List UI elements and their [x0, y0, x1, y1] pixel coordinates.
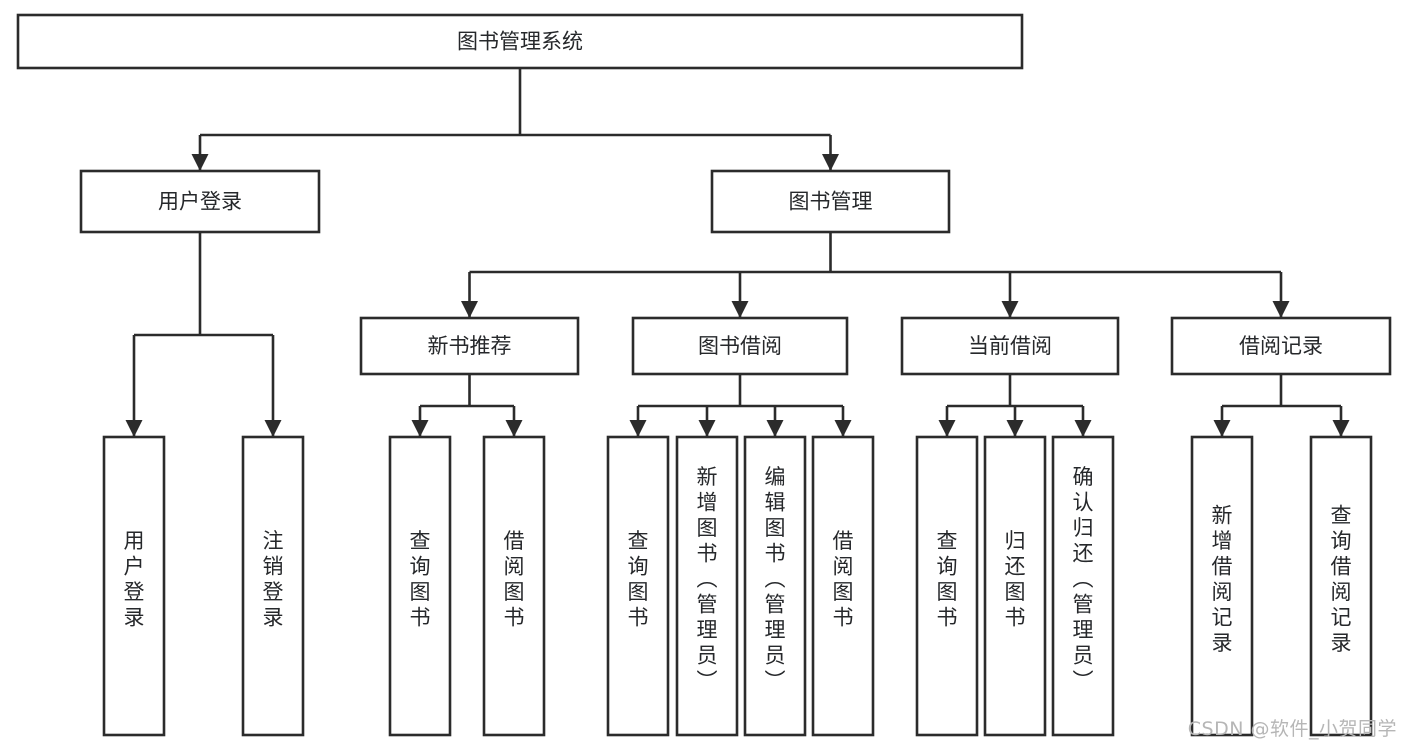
grp-1-arrow-2-icon: [766, 420, 784, 437]
node-current-borrow[interactable]: 当前借阅: [900, 316, 1120, 376]
grp-1-arrow-3-icon: [834, 420, 852, 437]
book-manage-arrow-3-icon: [1272, 301, 1290, 318]
grp-3-arrow-0-icon: [1213, 420, 1231, 437]
node-box-undefined: [16, 13, 1024, 70]
node-label-return-book: 归还图书: [1005, 529, 1026, 630]
node-label-query-book-1: 查询图书: [410, 529, 431, 630]
node-label-user-login: 用户登录: [158, 190, 242, 214]
node-label-add-borrow-record: 新增借阅记录: [1212, 503, 1233, 655]
node-box-new-book-recommend: [359, 316, 580, 376]
node-edit-book-admin[interactable]: 编辑图书︵管理员︶: [743, 435, 807, 737]
node-query-borrow-record[interactable]: 查询借阅记录: [1309, 435, 1373, 737]
node-user-logout[interactable]: 注销登录: [241, 435, 305, 737]
node-box-book-borrow: [631, 316, 849, 376]
book-manage-arrow-0-icon: [461, 301, 478, 318]
root-arrow-0-icon: [191, 154, 209, 171]
node-box-borrow-book-1: [482, 435, 546, 737]
grp-2-arrow-1-icon: [1006, 420, 1024, 437]
node-user-login[interactable]: 用户登录: [79, 169, 321, 234]
node-label-borrow-record: 借阅记录: [1239, 334, 1323, 358]
node-box-user-login: [79, 169, 321, 234]
node-label-query-book-2: 查询图书: [628, 529, 649, 630]
node-box-edit-book-admin: [743, 435, 807, 737]
node-undefined[interactable]: 图书管理系统: [16, 13, 1024, 70]
node-label-current-borrow: 当前借阅: [968, 334, 1052, 358]
node-query-book-2[interactable]: 查询图书: [606, 435, 670, 737]
node-box-book-manage: [710, 169, 951, 234]
node-book-manage[interactable]: 图书管理: [710, 169, 951, 234]
connectors-layer: [125, 68, 1350, 437]
node-label-add-book-admin: 新增图书︵管理员︶: [697, 465, 718, 693]
node-book-borrow[interactable]: 图书借阅: [631, 316, 849, 376]
node-label-user-login-do: 用户登录: [124, 529, 145, 630]
node-box-user-logout: [241, 435, 305, 737]
grp-2-arrow-0-icon: [938, 420, 956, 437]
node-label-undefined: 图书管理系统: [457, 30, 583, 54]
nodes-layer: 图书管理系统用户登录图书管理用户登录注销登录新书推荐查询图书借阅图书图书借阅查询…: [16, 13, 1392, 737]
grp-2-arrow-2-icon: [1074, 420, 1092, 437]
node-box-query-book-1: [388, 435, 452, 737]
node-return-book[interactable]: 归还图书: [983, 435, 1047, 737]
node-box-current-borrow: [900, 316, 1120, 376]
node-borrow-record[interactable]: 借阅记录: [1170, 316, 1392, 376]
grp-1-arrow-0-icon: [629, 420, 647, 437]
root-arrow-1-icon: [822, 154, 839, 171]
node-borrow-book-1[interactable]: 借阅图书: [482, 435, 546, 737]
node-box-borrow-record: [1170, 316, 1392, 376]
node-box-confirm-return-admin: [1051, 435, 1115, 737]
node-confirm-return-admin[interactable]: 确认归还︵管理员︶: [1051, 435, 1115, 737]
book-manage-arrow-2-icon: [1001, 301, 1019, 318]
node-label-confirm-return-admin: 确认归还︵管理员︶: [1073, 465, 1094, 693]
grp-1-arrow-1-icon: [698, 420, 716, 437]
node-user-login-do[interactable]: 用户登录: [102, 435, 166, 737]
node-label-query-borrow-record: 查询借阅记录: [1331, 503, 1352, 655]
grp-0-arrow-1-icon: [505, 420, 523, 437]
node-borrow-book-2[interactable]: 借阅图书: [811, 435, 875, 737]
watermark-text: CSDN @软件_小贺同学: [1187, 718, 1397, 740]
user-login-arrow-1-icon: [264, 420, 282, 437]
node-label-book-manage: 图书管理: [789, 190, 873, 214]
node-box-add-book-admin: [675, 435, 739, 737]
node-query-book-3[interactable]: 查询图书: [915, 435, 979, 737]
book-manage-arrow-1-icon: [731, 301, 749, 318]
node-label-user-logout: 注销登录: [263, 529, 284, 630]
node-box-return-book: [983, 435, 1047, 737]
node-box-borrow-book-2: [811, 435, 875, 737]
node-box-query-book-3: [915, 435, 979, 737]
user-login-arrow-0-icon: [125, 420, 143, 437]
node-label-book-borrow: 图书借阅: [698, 334, 782, 358]
node-add-book-admin[interactable]: 新增图书︵管理员︶: [675, 435, 739, 737]
node-label-new-book-recommend: 新书推荐: [428, 334, 512, 358]
node-box-query-book-2: [606, 435, 670, 737]
node-add-borrow-record[interactable]: 新增借阅记录: [1190, 435, 1254, 737]
node-label-edit-book-admin: 编辑图书︵管理员︶: [765, 465, 786, 693]
node-box-user-login-do: [102, 435, 166, 737]
node-label-query-book-3: 查询图书: [937, 529, 958, 630]
node-new-book-recommend[interactable]: 新书推荐: [359, 316, 580, 376]
node-box-query-borrow-record: [1309, 435, 1373, 737]
grp-0-arrow-0-icon: [411, 420, 429, 437]
node-query-book-1[interactable]: 查询图书: [388, 435, 452, 737]
node-box-add-borrow-record: [1190, 435, 1254, 737]
node-label-borrow-book-2: 借阅图书: [833, 529, 854, 630]
node-label-borrow-book-1: 借阅图书: [504, 529, 525, 630]
grp-3-arrow-1-icon: [1332, 420, 1350, 437]
